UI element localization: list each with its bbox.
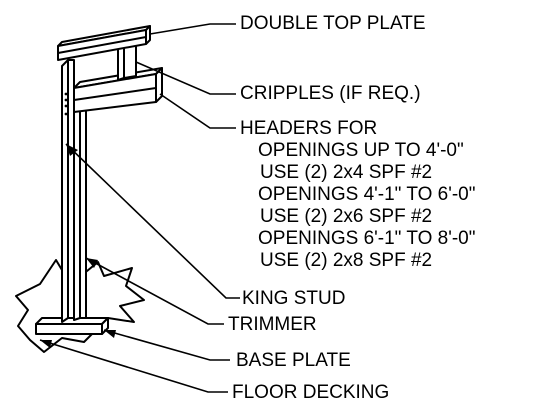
arrowhead-king-stud	[66, 144, 78, 156]
base-plate	[35, 317, 109, 335]
label-header-openings-4ft: OPENINGS UP TO 4'-0"	[258, 140, 464, 161]
label-trimmer: TRIMMER	[228, 314, 317, 335]
label-header-use-2x8: USE (2) 2x8 SPF #2	[260, 250, 432, 271]
leader-double-top-plate	[149, 23, 236, 35]
label-cripples: CRIPPLES (IF REQ.)	[240, 83, 421, 104]
nails	[64, 92, 68, 116]
leader-base-plate	[103, 329, 230, 361]
leader-headers	[159, 93, 236, 129]
label-base-plate: BASE PLATE	[236, 350, 351, 371]
leader-king-stud	[65, 143, 240, 299]
arrowhead-trimmer	[86, 258, 98, 268]
label-king-stud: KING STUD	[242, 288, 345, 309]
label-header-openings-8ft: OPENINGS 6'-1" TO 8'-0"	[258, 228, 476, 249]
label-header-use-2x4: USE (2) 2x4 SPF #2	[260, 162, 432, 183]
double-top-plate	[57, 25, 151, 61]
label-double-top-plate: DOUBLE TOP PLATE	[240, 13, 426, 34]
label-header-use-2x6: USE (2) 2x6 SPF #2	[260, 206, 432, 227]
trimmer	[73, 109, 87, 321]
label-header-openings-6ft: OPENINGS 4'-1" TO 6'-0"	[258, 184, 476, 205]
leader-cripples	[135, 61, 236, 95]
king-stud	[61, 59, 75, 323]
leader-floor-decking	[39, 339, 228, 393]
arrowhead-base-plate	[104, 330, 116, 338]
label-floor-decking: FLOOR DECKING	[232, 382, 389, 403]
label-headers-for: HEADERS FOR	[240, 118, 377, 139]
arrowhead-floor-decking	[40, 340, 52, 348]
leader-trimmer	[85, 257, 224, 325]
